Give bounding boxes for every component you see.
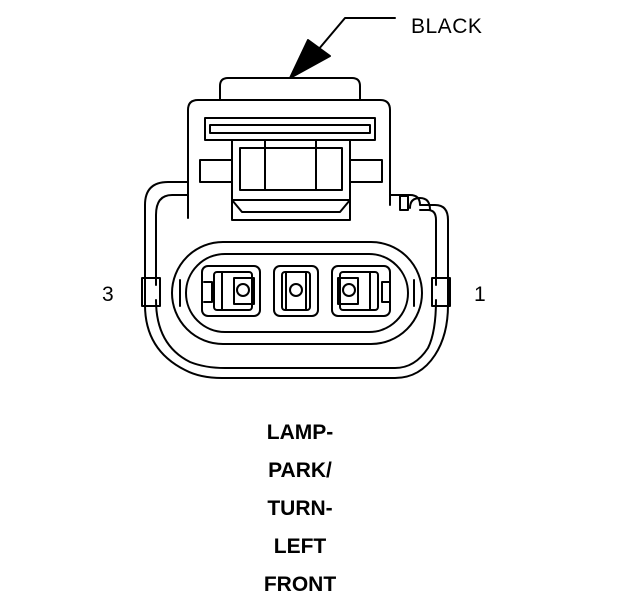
- pin-cavity-3: [201, 265, 261, 317]
- caption-line: LAMP-: [266, 421, 334, 444]
- color-leader-arrow: [289, 17, 396, 79]
- caption-line: PARK/: [268, 459, 332, 482]
- caption-line: LEFT: [273, 535, 327, 558]
- pin-cavity-2: [273, 265, 319, 317]
- terminal-face: [171, 241, 423, 345]
- pin-number-1-label: 1: [474, 283, 487, 306]
- caption-line: FRONT: [263, 573, 337, 596]
- connector-housing: [141, 181, 451, 379]
- connector-latch: [187, 77, 391, 221]
- connector-caption: LAMP- PARK/ TURN- LEFT FRONT: [150, 414, 450, 604]
- caption-line: TURN-: [267, 497, 333, 520]
- pin-cavity-1: [331, 265, 391, 317]
- pin-number-3-label: 3: [102, 283, 115, 306]
- connector-color-label: BLACK: [411, 15, 483, 38]
